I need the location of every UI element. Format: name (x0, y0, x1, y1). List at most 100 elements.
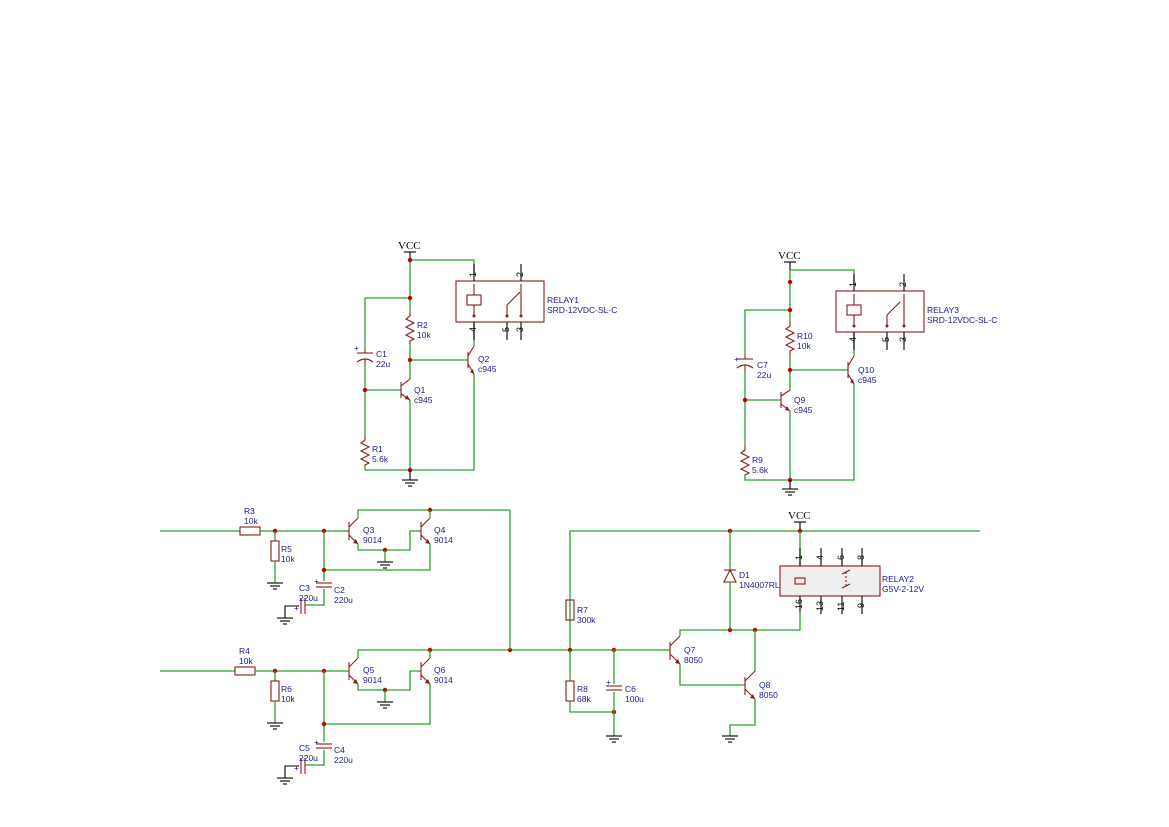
q6-ref: Q6 (434, 665, 446, 675)
svg-text:8: 8 (856, 555, 866, 560)
svg-text:+: + (354, 343, 359, 353)
q9-ref: Q9 (794, 395, 806, 405)
vcc-label: VCC (398, 240, 421, 252)
svg-text:16: 16 (794, 599, 804, 609)
transistor-q9: Q9 c945 (780, 389, 813, 415)
r1-value: 5.6k (372, 454, 389, 464)
vcc-label: VCC (778, 250, 801, 262)
relay3: 1 2 4 5 3 RELAY3 SRD-12VDC-SL-C (835, 274, 997, 350)
svg-text:1: 1 (794, 555, 804, 560)
r5-value: 10k (281, 554, 295, 564)
resistor-r9: R9 5.6k (739, 446, 769, 476)
q3-value: 9014 (363, 535, 382, 545)
c3-value: 220u (299, 593, 318, 603)
transistor-q3: Q3 9014 (348, 517, 382, 545)
c4-ref: C4 (334, 745, 345, 755)
q2-value: c945 (478, 364, 497, 374)
transistor-q1: Q1 c945 (400, 378, 433, 405)
svg-text:+: + (606, 677, 611, 687)
capacitor-c3: + C3 220u (294, 583, 318, 614)
q8-ref: Q8 (759, 680, 771, 690)
svg-text:5: 5 (881, 337, 891, 342)
ground-icon (277, 617, 293, 625)
svg-text:13: 13 (815, 601, 825, 611)
relay1-value: SRD-12VDC-SL-C (547, 305, 617, 315)
q10-value: c945 (858, 375, 877, 385)
c5-ref: C5 (299, 743, 310, 753)
c5-value: 220u (299, 753, 318, 763)
transistor-q2: Q2 c945 (467, 345, 497, 375)
q1-value: c945 (414, 395, 433, 405)
ground-icon (377, 701, 393, 709)
r4-value: 10k (239, 656, 253, 666)
capacitor-c1: + C1 22u (354, 343, 390, 369)
svg-text:2: 2 (898, 282, 908, 287)
relay2-ref: RELAY2 (882, 574, 914, 584)
d1-ref: D1 (739, 570, 750, 580)
transistor-q10: Q10 c945 (847, 355, 877, 385)
svg-text:1: 1 (848, 282, 858, 287)
r8-value: 68k (577, 694, 591, 704)
c1-ref: C1 (376, 349, 387, 359)
svg-text:2: 2 (515, 272, 525, 277)
ground-icon (782, 480, 798, 496)
c2-value: 220u (334, 595, 353, 605)
transistor-q6: Q6 9014 (420, 657, 453, 685)
transistor-q4: Q4 9014 (420, 517, 453, 545)
svg-text:3: 3 (898, 337, 908, 342)
svg-text:4: 4 (468, 327, 478, 332)
q9-value: c945 (794, 405, 813, 415)
relay1-circuit: VCC R2 10k (354, 240, 617, 487)
relay3-value: SRD-12VDC-SL-C (927, 315, 997, 325)
r2-value: 10k (417, 330, 431, 340)
ground-icon (267, 582, 283, 590)
q8-value: 8050 (759, 690, 778, 700)
svg-text:+: + (734, 354, 739, 364)
transistor-q7: Q7 8050 (669, 635, 703, 665)
q7-ref: Q7 (684, 645, 696, 655)
ground-icon (267, 722, 283, 730)
c4-value: 220u (334, 755, 353, 765)
svg-text:4: 4 (815, 555, 825, 560)
svg-text:4: 4 (848, 337, 858, 342)
diode-d1: D1 1N4007RL (723, 568, 780, 590)
c1-value: 22u (376, 359, 390, 369)
driver-stage: VCC R7 300k R8 68k + C6 100u (565, 510, 980, 743)
svg-text:9: 9 (856, 603, 866, 608)
capacitor-c7: + C7 22u (734, 354, 771, 380)
r3-value: 10k (244, 516, 258, 526)
c7-value: 22u (757, 370, 771, 380)
d1-value: 1N4007RL (739, 580, 780, 590)
input-stage-1: R3 10k R5 10k Q3 9014 (160, 506, 510, 625)
q3-ref: Q3 (363, 525, 375, 535)
r9-value: 5.6k (752, 465, 769, 475)
c7-ref: C7 (757, 360, 768, 370)
resistor-r2: R2 10k (404, 312, 431, 344)
relay2: 1 4 6 8 16 13 11 9 RELAY2 G5V-2-12V (779, 531, 924, 614)
q6-value: 9014 (434, 675, 453, 685)
svg-text:+: + (314, 737, 319, 747)
resistor-r10: R10 10k (784, 322, 813, 354)
q4-value: 9014 (434, 535, 453, 545)
q2-ref: Q2 (478, 354, 490, 364)
r2-ref: R2 (417, 320, 428, 330)
ground-icon (402, 470, 418, 487)
r9-ref: R9 (752, 455, 763, 465)
r6-ref: R6 (281, 684, 292, 694)
q10-ref: Q10 (858, 365, 874, 375)
q7-value: 8050 (684, 655, 703, 665)
ground-icon (377, 561, 393, 569)
r7-value: 300k (577, 615, 596, 625)
r8-ref: R8 (577, 684, 588, 694)
svg-text:+: + (314, 576, 319, 586)
transistor-q8: Q8 8050 (744, 670, 778, 700)
r7-ref: R7 (577, 605, 588, 615)
input-stage-2: R4 10k R6 10k Q5 9014 (160, 510, 612, 785)
relay3-circuit: VCC R10 10k + (734, 250, 997, 496)
vcc-label: VCC (788, 510, 811, 522)
relay2-value: G5V-2-12V (882, 584, 924, 594)
q5-ref: Q5 (363, 665, 375, 675)
svg-text:+: + (294, 603, 299, 613)
svg-text:6: 6 (836, 555, 846, 560)
